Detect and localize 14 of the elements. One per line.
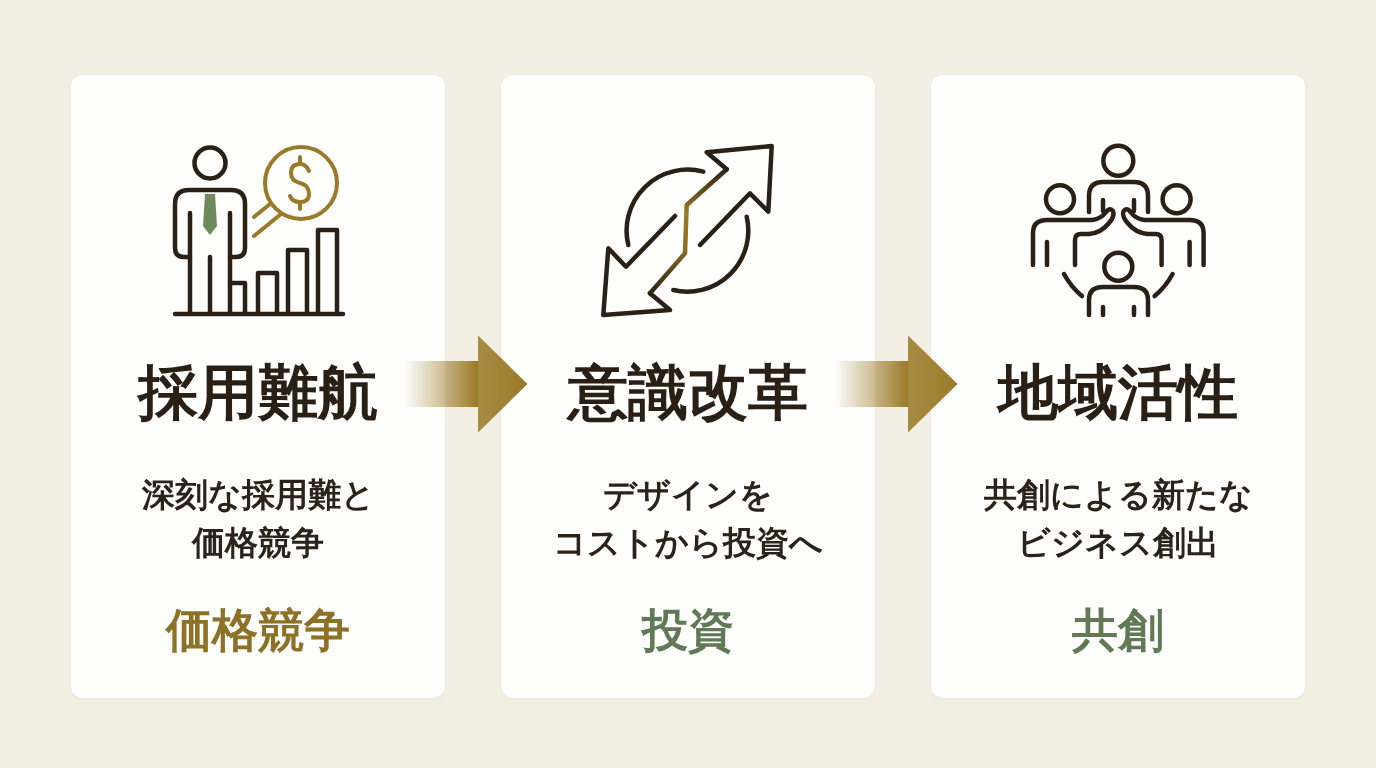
description-text: デザインをコストから投資へ [553,474,823,564]
keyword-text: 投資 [642,602,734,658]
card-title: 採用難航 [138,356,378,428]
description-text: 深刻な採用難と価格競争 [141,474,375,564]
step-card [71,75,445,698]
step-card [501,75,875,698]
card-title: 地域活性 [998,356,1238,428]
description-text: 共創による新たなビジネス創出 [983,474,1253,564]
step-card [931,75,1305,698]
keyword-text: 共創 [1072,602,1164,658]
arrow [404,335,528,433]
card-title: 意識改革 [568,356,808,428]
keyword-text: 価格競争 [166,602,350,658]
arrow [834,335,958,433]
